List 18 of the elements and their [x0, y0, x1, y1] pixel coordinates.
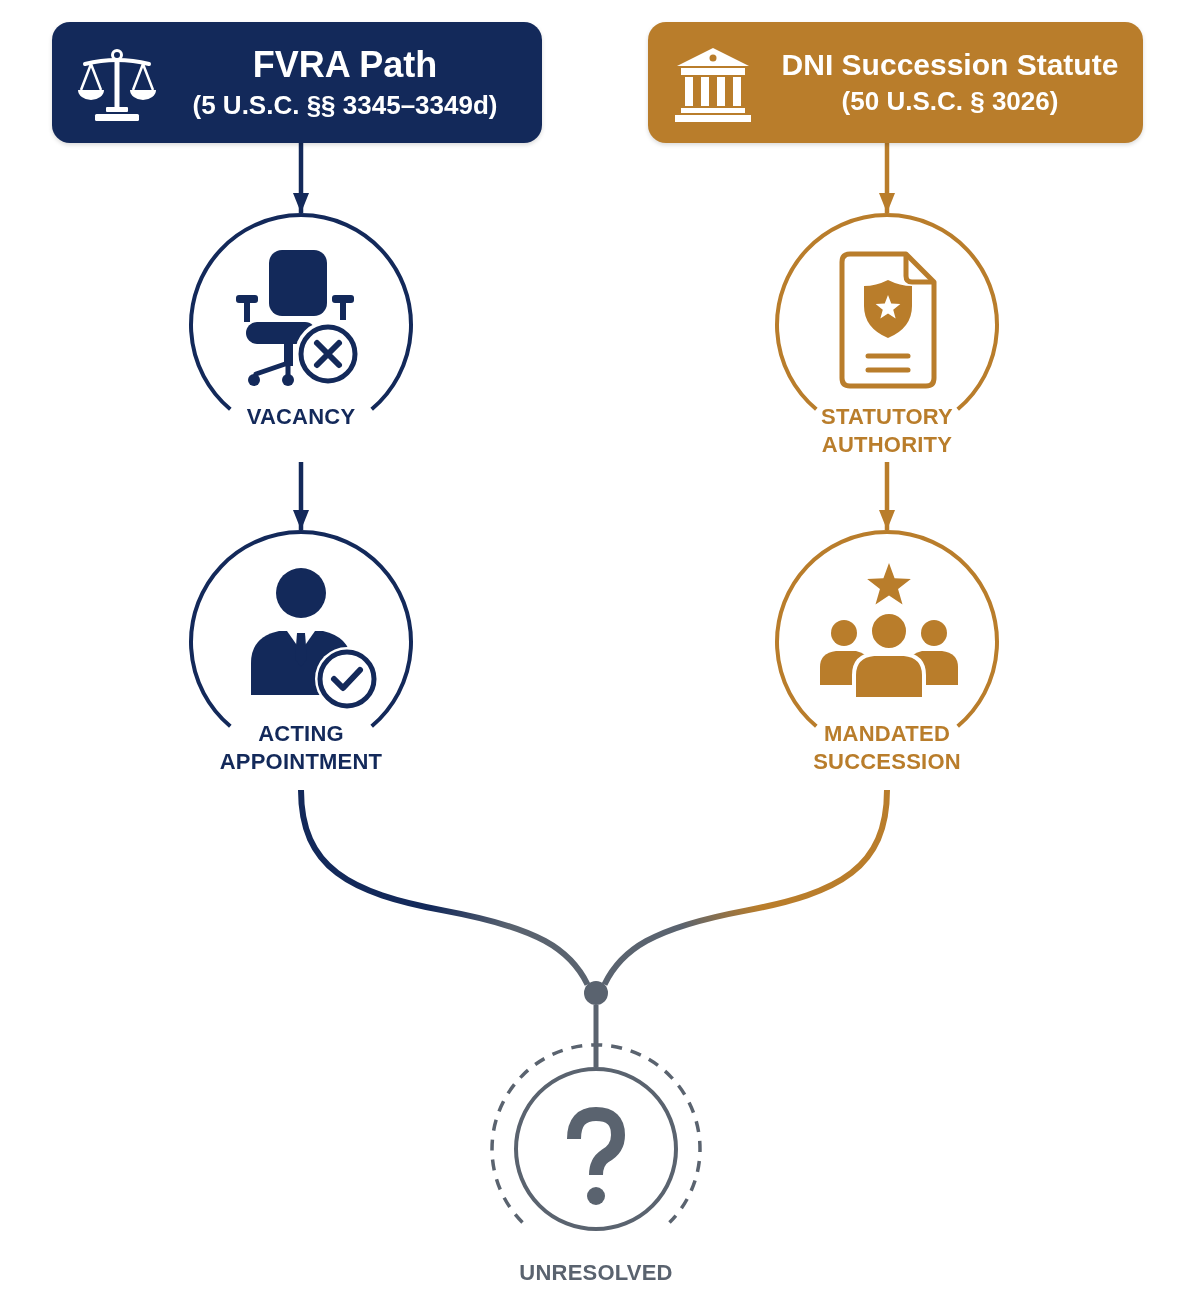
header-title: FVRA Path	[252, 44, 438, 86]
node-label: MANDATED SUCCESSION	[812, 720, 962, 776]
arrow	[879, 462, 895, 530]
connector-line	[593, 1005, 599, 1067]
header-subtitle: (50 U.S.C. § 3026)	[841, 86, 1059, 118]
header-title: DNI Succession Statute	[781, 47, 1119, 83]
header-subtitle: (5 U.S.C. §§ 3345–3349d)	[192, 89, 498, 121]
arrow	[293, 143, 309, 213]
node-label: STATUTORY AUTHORITY	[820, 403, 954, 459]
node-label: VACANCY	[246, 403, 356, 431]
arrow	[879, 143, 895, 213]
header-box	[648, 22, 1143, 143]
curved-connector	[601, 789, 890, 986]
curved-connector	[298, 789, 591, 986]
arrow	[293, 462, 309, 530]
header-box	[52, 22, 542, 143]
node-label: ACTING APPOINTMENT	[218, 720, 384, 776]
node-label: UNRESOLVED	[519, 1259, 673, 1287]
